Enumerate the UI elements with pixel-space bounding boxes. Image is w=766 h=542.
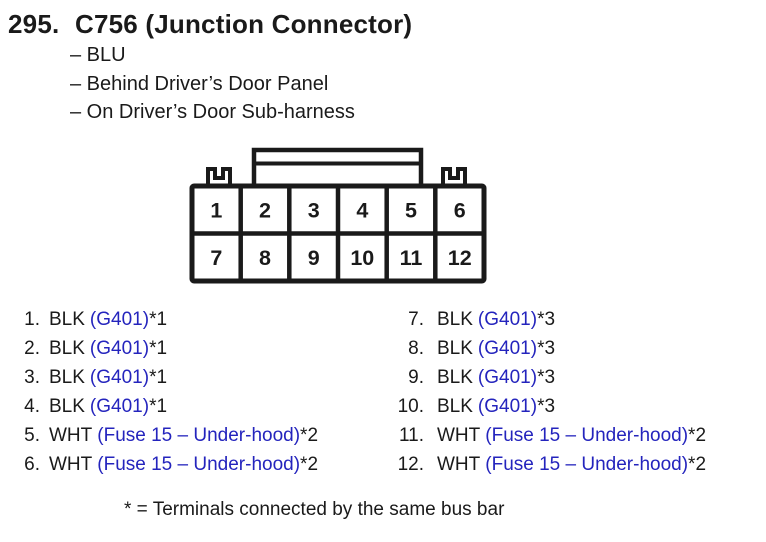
section-number: 295. xyxy=(8,9,60,39)
bus-bar-marker: *2 xyxy=(300,454,319,475)
pin-number: 11. xyxy=(398,425,424,446)
pin-row-10: 10. BLK(G401)*3 xyxy=(390,392,706,421)
pin-cell-label: 6 xyxy=(454,199,466,223)
pin-10-reference-link[interactable]: (G401) xyxy=(477,396,538,417)
pin-4-reference-link[interactable]: (G401) xyxy=(89,396,150,417)
connector-grid xyxy=(192,186,484,281)
pin-number: 9. xyxy=(408,367,424,388)
pin-cell-label: 5 xyxy=(405,199,417,223)
pin-11-reference-link[interactable]: (Fuse 15 – Under-hood) xyxy=(485,425,689,446)
connector-lock-tab xyxy=(251,147,424,191)
bus-bar-marker: *2 xyxy=(688,454,707,475)
pin-number: 5. xyxy=(24,425,40,446)
pin-9-reference-link[interactable]: (G401) xyxy=(477,367,538,388)
pin-row-5: 5. WHT(Fuse 15 – Under-hood)*2 xyxy=(12,421,318,450)
pin-cell-label: 7 xyxy=(210,246,222,270)
pin-row-4: 4. BLK(G401)*1 xyxy=(12,392,318,421)
bus-bar-marker: *1 xyxy=(149,396,168,417)
wire-color: BLK xyxy=(437,338,473,359)
pin-number: 4. xyxy=(24,396,40,417)
bus-bar-marker: *3 xyxy=(537,367,556,388)
pin-row-2: 2. BLK(G401)*1 xyxy=(12,334,318,363)
pin-cell-label: 12 xyxy=(448,246,472,270)
pin-row-8: 8. BLK(G401)*3 xyxy=(390,334,706,363)
connector-details: – BLU – Behind Driver’s Door Panel – On … xyxy=(70,41,355,127)
connector-cavity-numbers: 1 2 3 4 5 6 7 8 9 10 11 12 xyxy=(210,199,471,271)
wire-color: BLK xyxy=(49,367,85,388)
pin-cell-label: 9 xyxy=(308,246,320,270)
wire-color: BLK xyxy=(437,396,473,417)
connector-diagram: 1 2 3 4 5 6 7 8 9 10 11 12 xyxy=(189,147,487,284)
bus-bar-marker: *2 xyxy=(688,425,707,446)
pin-number: 3. xyxy=(24,367,40,388)
pin-row-11: 11. WHT(Fuse 15 – Under-hood)*2 xyxy=(390,421,706,450)
bus-bar-marker: *3 xyxy=(537,309,556,330)
wire-color: WHT xyxy=(49,425,93,446)
pin-3-reference-link[interactable]: (G401) xyxy=(89,367,150,388)
pin-12-reference-link[interactable]: (Fuse 15 – Under-hood) xyxy=(485,454,689,475)
wire-color: WHT xyxy=(49,454,93,475)
pin-7-reference-link[interactable]: (G401) xyxy=(477,309,538,330)
wire-color: BLK xyxy=(49,309,85,330)
bus-bar-marker: *1 xyxy=(149,338,168,359)
bus-bar-marker: *3 xyxy=(537,338,556,359)
pin-cell-label: 4 xyxy=(356,199,368,223)
wire-color: BLK xyxy=(49,338,85,359)
pin-number: 6. xyxy=(24,454,40,475)
pin-list-right: 7.BLK(G401)*3 8.BLK(G401)*3 9.BLK(G401)*… xyxy=(390,305,706,479)
section-title: 295. C756 (Junction Connector) xyxy=(8,9,412,39)
wire-color: WHT xyxy=(437,425,481,446)
wire-color: BLK xyxy=(437,309,473,330)
pin-8-reference-link[interactable]: (G401) xyxy=(477,338,538,359)
pin-number: 8. xyxy=(408,338,424,359)
pin-number: 1. xyxy=(24,309,40,330)
pin-cell-label: 8 xyxy=(259,246,271,270)
pin-number: 2. xyxy=(24,338,40,359)
bus-bar-marker: *1 xyxy=(149,309,168,330)
detail-connector-color: – BLU xyxy=(70,44,126,66)
pin-row-12: 12. WHT(Fuse 15 – Under-hood)*2 xyxy=(390,450,706,479)
pin-cell-label: 2 xyxy=(259,199,271,223)
detail-location: – Behind Driver’s Door Panel xyxy=(70,72,329,95)
pin-6-reference-link[interactable]: (Fuse 15 – Under-hood) xyxy=(97,454,301,475)
pin-number: 10. xyxy=(397,396,424,417)
pin-row-3: 3. BLK(G401)*1 xyxy=(12,363,318,392)
pin-cell-label: 11 xyxy=(400,246,423,270)
pin-1-reference-link[interactable]: (G401) xyxy=(89,309,150,330)
wire-color: BLK xyxy=(437,367,473,388)
pin-row-1: 1. BLK(G401)*1 xyxy=(12,305,318,334)
pin-number: 12. xyxy=(397,454,424,475)
bus-bar-footnote: * = Terminals connected by the same bus … xyxy=(124,499,505,520)
bus-bar-marker: *3 xyxy=(537,396,556,417)
pin-row-9: 9. BLK(G401)*3 xyxy=(390,363,706,392)
pin-number: 7. xyxy=(408,309,424,330)
connector-title: C756 (Junction Connector) xyxy=(75,9,413,39)
connector-left-key xyxy=(206,167,232,188)
pin-2-reference-link[interactable]: (G401) xyxy=(89,338,150,359)
pin-cell-label: 1 xyxy=(210,199,222,223)
detail-harness: – On Driver’s Door Sub-harness xyxy=(70,101,355,123)
pin-cell-label: 10 xyxy=(350,246,374,270)
pin-row-7: 7. BLK(G401)*3 xyxy=(390,305,706,334)
pin-cell-label: 3 xyxy=(308,199,320,223)
pin-list-left: 1.BLK(G401)*1 2.BLK(G401)*1 3.BLK(G401)*… xyxy=(12,305,318,479)
wire-color: BLK xyxy=(49,396,85,417)
connector-right-key xyxy=(441,167,467,188)
pin-5-reference-link[interactable]: (Fuse 15 – Under-hood) xyxy=(97,425,301,446)
wire-color: WHT xyxy=(437,454,481,475)
bus-bar-marker: *2 xyxy=(300,425,319,446)
bus-bar-marker: *1 xyxy=(149,367,168,388)
pin-row-6: 6. WHT(Fuse 15 – Under-hood)*2 xyxy=(12,450,318,479)
